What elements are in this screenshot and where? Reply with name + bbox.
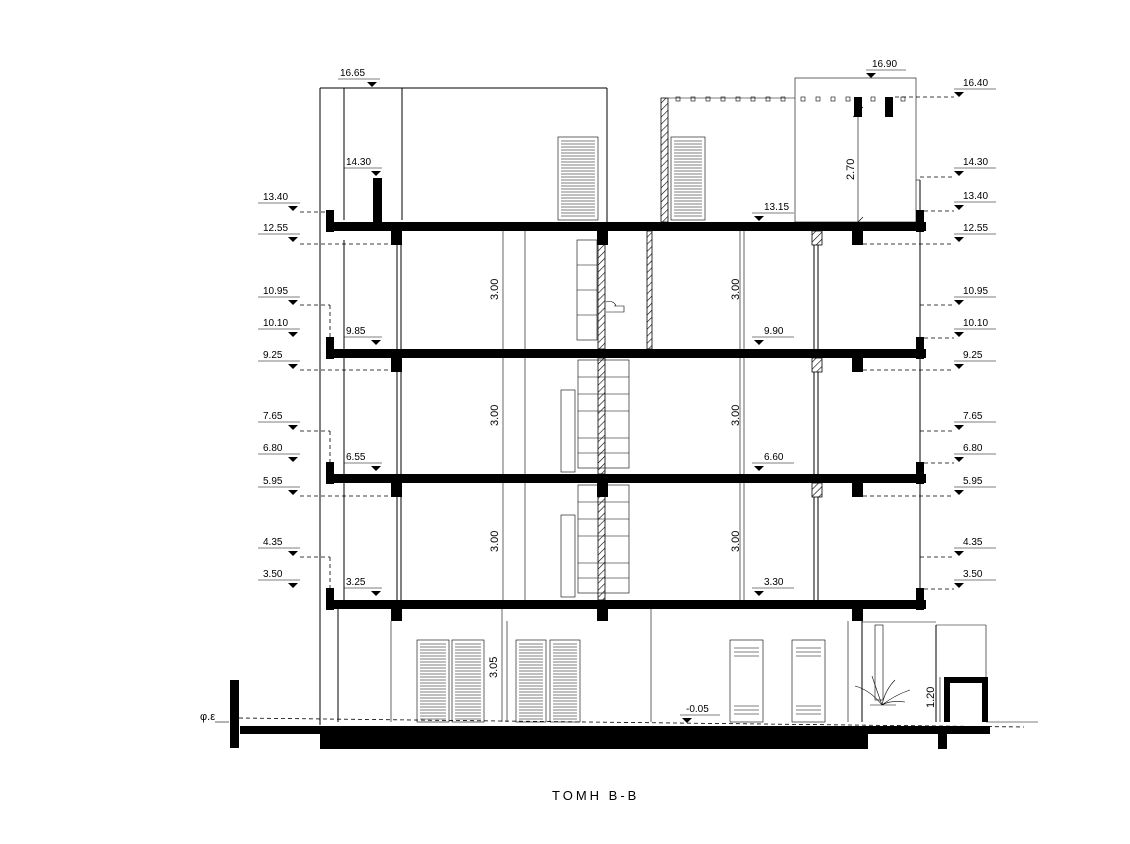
level-label: 3.25 <box>346 577 366 588</box>
level-label: 4.35 <box>263 537 283 548</box>
level-label: 7.65 <box>263 411 283 422</box>
level-label: 13.40 <box>963 191 988 202</box>
level-label: 4.35 <box>963 537 983 548</box>
level-label: 6.60 <box>764 452 784 463</box>
level-marker: 10.10 <box>258 318 300 337</box>
level-marker: 4.35 <box>258 537 331 589</box>
level-marker: 12.55 <box>258 223 393 245</box>
level-marker: 3.50 <box>258 569 300 588</box>
level-marker: 16.90 <box>866 59 906 78</box>
level-label: 7.65 <box>963 411 983 422</box>
level-marker: 5.95 <box>258 476 393 497</box>
level-marker: 9.90 <box>752 326 794 345</box>
level-marker: 16.65 <box>338 68 380 87</box>
cornice-dots <box>675 96 906 102</box>
level-label: 6.55 <box>346 452 366 463</box>
right-level-markers: 16.90 16.40 14.30 13.40 13.15 12.55 <box>680 59 996 723</box>
level-marker: 6.55 <box>344 452 382 471</box>
level-label: 16.40 <box>963 78 988 89</box>
level-label: 9.85 <box>346 326 366 337</box>
left-level-markers: 16.65 14.30 13.40 12.55 10.95 10.10 9.85 <box>258 68 393 596</box>
level-label: 9.90 <box>764 326 784 337</box>
level-label: 12.55 <box>263 223 288 234</box>
level-marker: 14.30 <box>920 157 996 178</box>
level-marker: 6.80 <box>258 443 300 462</box>
level-marker: 12.55 <box>863 223 996 245</box>
drawing-title: ΤΟΜΗ Β-Β <box>552 788 639 803</box>
dimension-label: 3.00 <box>730 405 742 426</box>
level-marker: 10.10 <box>924 318 996 339</box>
level-label: 5.95 <box>263 476 283 487</box>
level-label: 10.10 <box>963 318 988 329</box>
level-marker: 7.65 <box>258 411 331 463</box>
level-marker: 13.40 <box>258 192 326 213</box>
level-label: 14.30 <box>346 157 371 168</box>
level-label: 13.40 <box>263 192 288 203</box>
level-marker: 16.40 <box>895 78 996 98</box>
level-label: 9.25 <box>263 350 283 361</box>
roof-slab <box>330 222 926 231</box>
level-marker: 5.95 <box>863 476 996 497</box>
level-marker: 9.85 <box>344 326 382 345</box>
level-marker: 7.65 <box>920 411 996 432</box>
dimension-label: 3.00 <box>489 279 501 300</box>
level-marker: 4.35 <box>920 537 996 558</box>
dimension-label: 3.05 <box>488 657 500 678</box>
level-label: 6.80 <box>263 443 283 454</box>
level-marker: 9.25 <box>863 350 996 371</box>
dimension-label: 2.70 <box>845 159 857 180</box>
plant-icon <box>854 675 911 706</box>
level-label: -0.05 <box>686 704 709 715</box>
level-label: 3.30 <box>764 577 784 588</box>
level-marker: 10.95 <box>258 286 331 338</box>
louvres <box>420 140 702 720</box>
level-label: 3.50 <box>263 569 283 580</box>
building-structure <box>230 77 1038 749</box>
level-marker: 14.30 <box>344 157 382 176</box>
dimension-label: 3.00 <box>489 531 501 552</box>
slab-level-1 <box>330 600 926 609</box>
level-marker: 13.15 <box>752 202 794 221</box>
level-label: 16.65 <box>340 68 365 79</box>
slab-level-3 <box>330 349 926 358</box>
dimension-label: 3.00 <box>730 279 742 300</box>
level-label: 3.50 <box>963 569 983 580</box>
level-label: 10.95 <box>963 286 988 297</box>
level-marker: 13.40 <box>924 191 996 212</box>
level-marker: 6.60 <box>752 452 794 471</box>
level-marker: 9.25 <box>258 350 393 371</box>
slab-level-2 <box>330 474 926 483</box>
dimension-label: 1.20 <box>925 687 937 708</box>
level-label: 12.55 <box>963 223 988 234</box>
level-marker: -0.05 <box>680 704 720 723</box>
level-label: 10.10 <box>263 318 288 329</box>
dimension-label: 3.00 <box>730 531 742 552</box>
level-label: 9.25 <box>963 350 983 361</box>
level-marker: 3.30 <box>752 577 794 596</box>
level-label: 14.30 <box>963 157 988 168</box>
level-label: 13.15 <box>764 202 789 213</box>
dimension-lines: 2.70 3.00 3.00 3.00 3.00 3.00 3.00 3.05 … <box>488 106 941 722</box>
level-marker: 10.95 <box>920 286 996 306</box>
level-marker: 3.50 <box>924 569 996 590</box>
level-marker: 6.80 <box>924 443 996 464</box>
level-label: 5.95 <box>963 476 983 487</box>
level-marker: 3.25 <box>344 577 382 596</box>
ground-symbol-label: φ.ε <box>200 711 215 723</box>
dimension-label: 3.00 <box>489 405 501 426</box>
level-label: 10.95 <box>263 286 288 297</box>
level-label: 16.90 <box>872 59 897 70</box>
ground-level-symbol: φ.ε <box>200 711 229 723</box>
level-label: 6.80 <box>963 443 983 454</box>
